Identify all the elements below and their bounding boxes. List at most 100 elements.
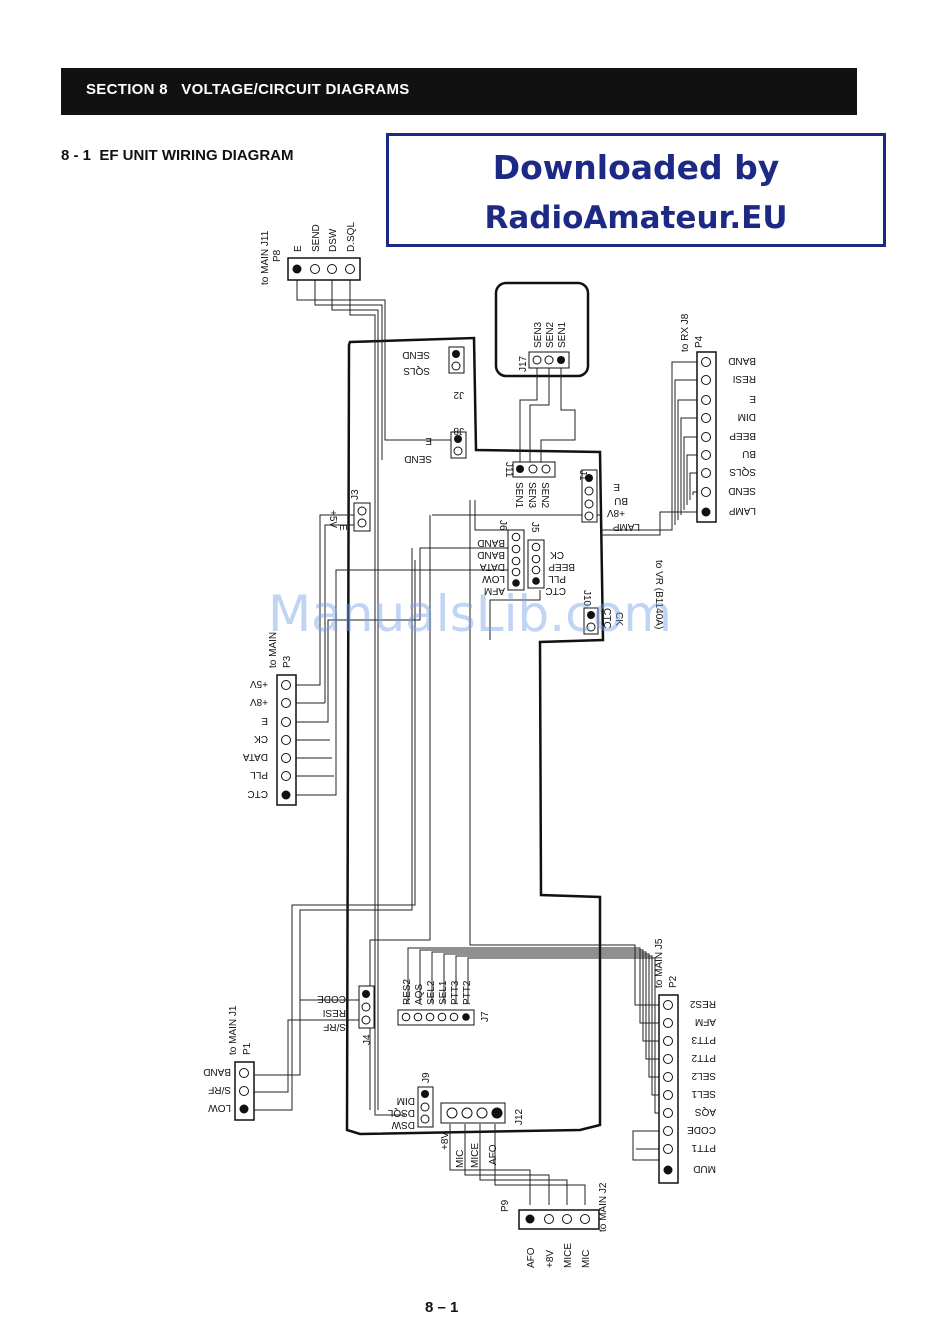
p1-dest-label: to MAIN J1 <box>228 1005 239 1055</box>
p3-pin-4: CK <box>254 733 268 744</box>
jack-j1 <box>581 469 598 523</box>
jack-j8 <box>450 431 467 459</box>
p3-name: P3 <box>282 655 293 668</box>
p4-pin-7: SQLS <box>729 466 756 477</box>
jack-j10 <box>583 607 599 635</box>
p8-pin-1: E <box>293 245 304 252</box>
j7-pin-3: SEL2 <box>426 980 437 1005</box>
jack-j5 <box>527 539 545 589</box>
watermark-line1: Downloaded by <box>492 148 780 187</box>
p8-dest-label: to MAIN J11 <box>260 230 271 285</box>
p3-dest-label: to MAIN <box>268 632 279 668</box>
j11-pin-3: SEN2 <box>539 482 550 509</box>
diagram-subtitle: 8 - 1 EF UNIT WIRING DIAGRAM <box>61 147 294 164</box>
p3-pin-3: E <box>261 715 268 726</box>
j7-pin-2: AQS <box>414 984 425 1005</box>
jack-j12 <box>440 1102 506 1124</box>
j9-pin-2: DSQL <box>387 1107 415 1118</box>
j7-pin-4: SEL1 <box>438 980 449 1005</box>
j5-pin-2: BEEP <box>548 561 575 572</box>
j11-name: J11 <box>503 462 514 478</box>
p9-pin-3: MICE <box>563 1243 574 1268</box>
p4-pin-8: SEND <box>728 485 756 496</box>
p1-name: P1 <box>242 1042 253 1055</box>
j10-pin-2: CK <box>613 612 624 626</box>
p9-name: P9 <box>500 1199 511 1212</box>
p4-pin-4: DIM <box>738 411 756 422</box>
connector-p8 <box>287 257 361 281</box>
j4-pin-3: S/RF <box>323 1021 346 1032</box>
j9-pin-3: DSW <box>391 1119 415 1130</box>
j3-pin-1: +5V <box>327 510 338 528</box>
p4-pin-1: BAND <box>728 355 756 366</box>
j6-name: J6 <box>497 520 508 531</box>
j7-pin-1: RES2 <box>402 978 413 1005</box>
download-watermark-box: Downloaded by RadioAmateur.EU <box>386 133 886 247</box>
p3-pin-1: +5V <box>250 678 268 689</box>
p4-pin-3: E <box>749 393 756 404</box>
j6-pin-1: BAND <box>477 537 505 548</box>
p2-pin-2: AFM <box>695 1016 716 1027</box>
jack-j2 <box>448 346 465 374</box>
p2-pin-4: PTT2 <box>691 1052 716 1063</box>
j7-pin-6: PTT2 <box>462 980 473 1005</box>
j1-pin-3: +8V <box>607 507 625 518</box>
j6-pin-2: BAND <box>477 549 505 560</box>
ef-unit-board-outline <box>345 336 605 1136</box>
p4-pin-2: RESI <box>733 373 756 384</box>
p2-pin-1: RES2 <box>689 998 716 1009</box>
j1-pin-2: BU <box>614 495 628 506</box>
j4-pin-2: RESI <box>323 1007 346 1018</box>
jack-j17 <box>528 351 570 369</box>
j17-pin-2: SEN2 <box>545 321 556 348</box>
j10-name: J10 <box>581 590 592 607</box>
p8-pin-4: D.SQL <box>346 222 357 252</box>
j5-pin-4: CTC <box>545 585 566 596</box>
j6-pin-3: DATA <box>479 561 505 572</box>
p4-name: P4 <box>694 335 705 348</box>
p4-dest-label: to RX J8 <box>680 313 691 352</box>
p9-pin-1: AFO <box>526 1247 537 1268</box>
jack-j11 <box>512 461 556 478</box>
j3-pin-2: E <box>337 524 348 531</box>
j5-name: J5 <box>529 522 540 533</box>
p2-dest-label: to MAIN J5 <box>654 938 665 988</box>
j2-pin-1: SEND <box>402 349 430 360</box>
j12-pin-3: MICE <box>470 1143 481 1168</box>
p2-pin-3: PTT3 <box>691 1034 716 1045</box>
p2-name: P2 <box>668 975 679 988</box>
p4-pin-6: BU <box>742 448 756 459</box>
section-title: SECTION 8 VOLTAGE/CIRCUIT DIAGRAMS <box>86 81 410 98</box>
jack-j7 <box>397 1009 475 1026</box>
j12-pin-2: MIC <box>455 1150 466 1168</box>
page-number: 8 – 1 <box>425 1299 459 1316</box>
j12-name: J12 <box>514 1108 525 1125</box>
p8-name: P8 <box>272 249 283 262</box>
p1-pin-2: S/RF <box>208 1084 231 1095</box>
j6-pin-5: AFM <box>484 585 505 596</box>
p9-pin-4: MIC <box>581 1250 592 1268</box>
j2-pin-2: SQLS <box>403 365 430 376</box>
p3-pin-2: +8V <box>250 696 268 707</box>
j10-pin-1: CTC <box>601 608 612 629</box>
p8-pin-2: SEND <box>311 224 322 252</box>
j11-pin-1: SEN1 <box>513 482 524 509</box>
p2-pin-5: SEL2 <box>691 1070 716 1081</box>
jack-j3 <box>353 502 371 532</box>
connector-p4 <box>696 351 717 523</box>
jack-j9 <box>417 1086 434 1128</box>
j12-pin-4: AFO <box>488 1144 499 1165</box>
p2-pin-10: MUD <box>693 1163 716 1174</box>
connector-p3 <box>276 674 297 806</box>
p4-pin-5: BEEP <box>729 430 756 441</box>
j7-name: J7 <box>480 1011 491 1022</box>
j4-name: J4 <box>362 1034 373 1045</box>
p3-pin-5: DATA <box>242 751 268 762</box>
j3-name: J3 <box>350 489 361 500</box>
connector-p2 <box>658 994 679 1184</box>
p3-pin-7: CTC <box>247 788 268 799</box>
jack-j4 <box>358 985 375 1029</box>
p9-pin-2: +8V <box>545 1250 556 1268</box>
j17-pin-1: SEN3 <box>533 321 544 348</box>
